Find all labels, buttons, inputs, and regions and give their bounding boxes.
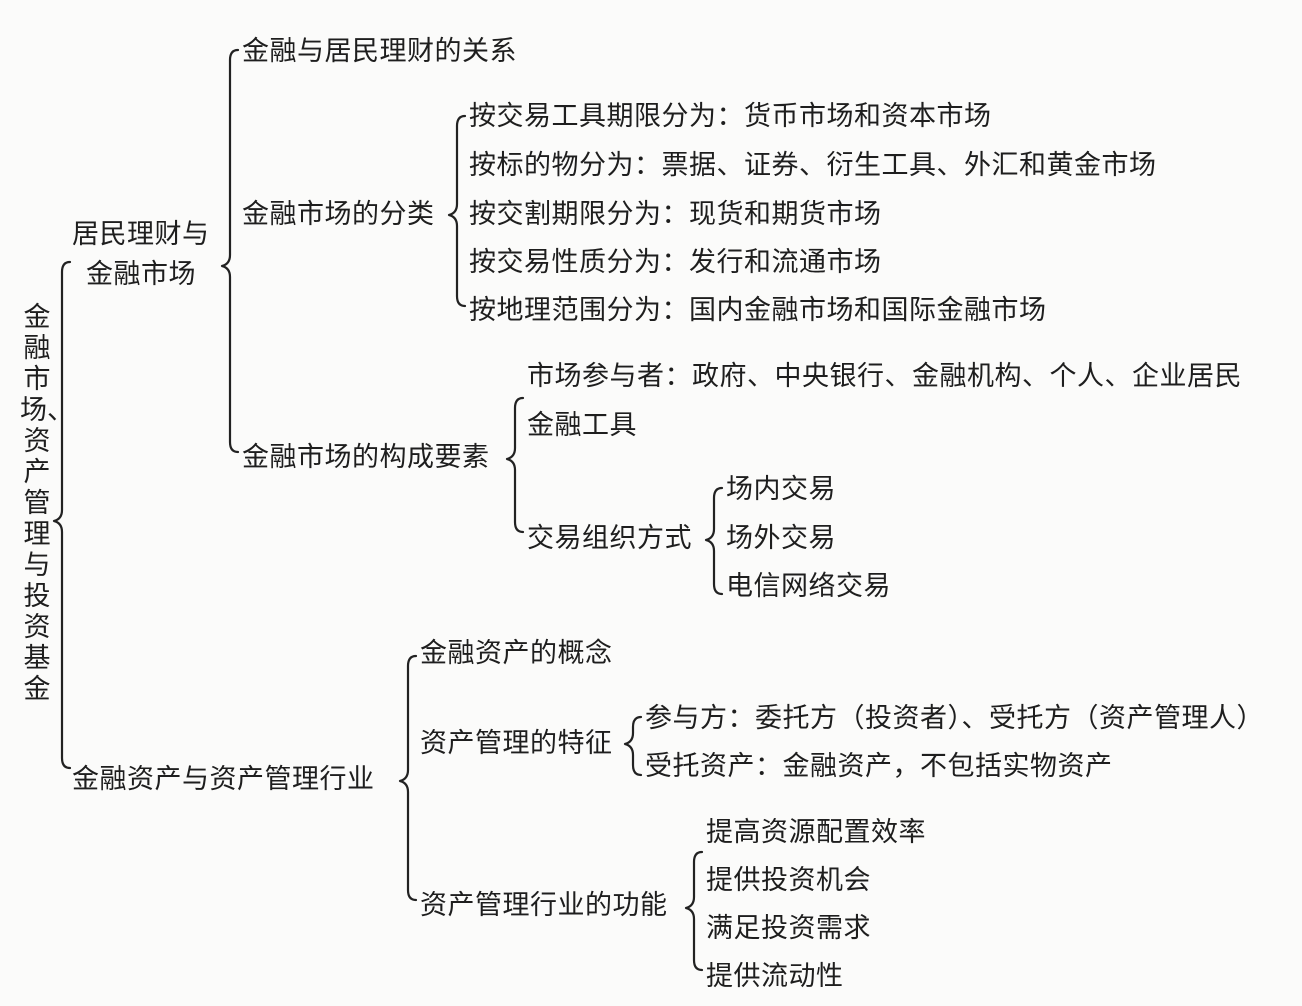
concept-node: 金融资产的概念 bbox=[420, 638, 613, 669]
trading-node: 交易组织方式 bbox=[527, 523, 692, 554]
branch2-label: 金融资产与资产管理行业 bbox=[72, 764, 375, 795]
bracket-branch1 bbox=[220, 48, 240, 454]
features-item: 受托资产：金融资产，不包括实物资产 bbox=[645, 751, 1113, 782]
functions-item: 满足投资需求 bbox=[706, 913, 871, 944]
trading-item: 场外交易 bbox=[726, 523, 836, 554]
features-item: 参与方：委托方（投资者）、受托方（资产管理人） bbox=[645, 703, 1264, 734]
functions-node: 资产管理行业的功能 bbox=[420, 890, 668, 921]
tools-node: 金融工具 bbox=[527, 410, 637, 441]
classification-item: 按交易工具期限分为：货币市场和资本市场 bbox=[469, 101, 992, 132]
bracket-root bbox=[52, 260, 72, 770]
elements-node: 金融市场的构成要素 bbox=[242, 442, 490, 473]
classification-item: 按地理范围分为：国内金融市场和国际金融市场 bbox=[469, 295, 1047, 326]
bracket-trading bbox=[704, 486, 724, 596]
classification-item: 按交割期限分为：现货和期货市场 bbox=[469, 199, 882, 230]
functions-item: 提供流动性 bbox=[706, 961, 844, 992]
features-node: 资产管理的特征 bbox=[420, 728, 613, 759]
functions-item: 提高资源配置效率 bbox=[706, 817, 926, 848]
bracket-elements bbox=[505, 396, 525, 534]
classification-item: 按交易性质分为：发行和流通市场 bbox=[469, 247, 882, 278]
branch1-label-line1: 居民理财与 bbox=[72, 219, 210, 250]
functions-item: 提供投资机会 bbox=[706, 865, 871, 896]
root-topic: 金融市场、资产管理与投资基金 bbox=[20, 302, 74, 705]
bracket-features bbox=[623, 715, 643, 777]
trading-item: 电信网络交易 bbox=[726, 571, 891, 602]
bracket-branch2 bbox=[398, 654, 418, 902]
trading-item: 场内交易 bbox=[726, 474, 836, 505]
bracket-functions bbox=[684, 850, 704, 972]
branch1-label-line2: 金融市场 bbox=[86, 259, 196, 290]
classification-node: 金融市场的分类 bbox=[242, 199, 435, 230]
participants-node: 市场参与者：政府、中央银行、金融机构、个人、企业居民 bbox=[527, 361, 1242, 392]
classification-item: 按标的物分为：票据、证券、衍生工具、外汇和黄金市场 bbox=[469, 150, 1157, 181]
relation-node: 金融与居民理财的关系 bbox=[242, 36, 517, 67]
bracket-classification bbox=[447, 114, 467, 308]
